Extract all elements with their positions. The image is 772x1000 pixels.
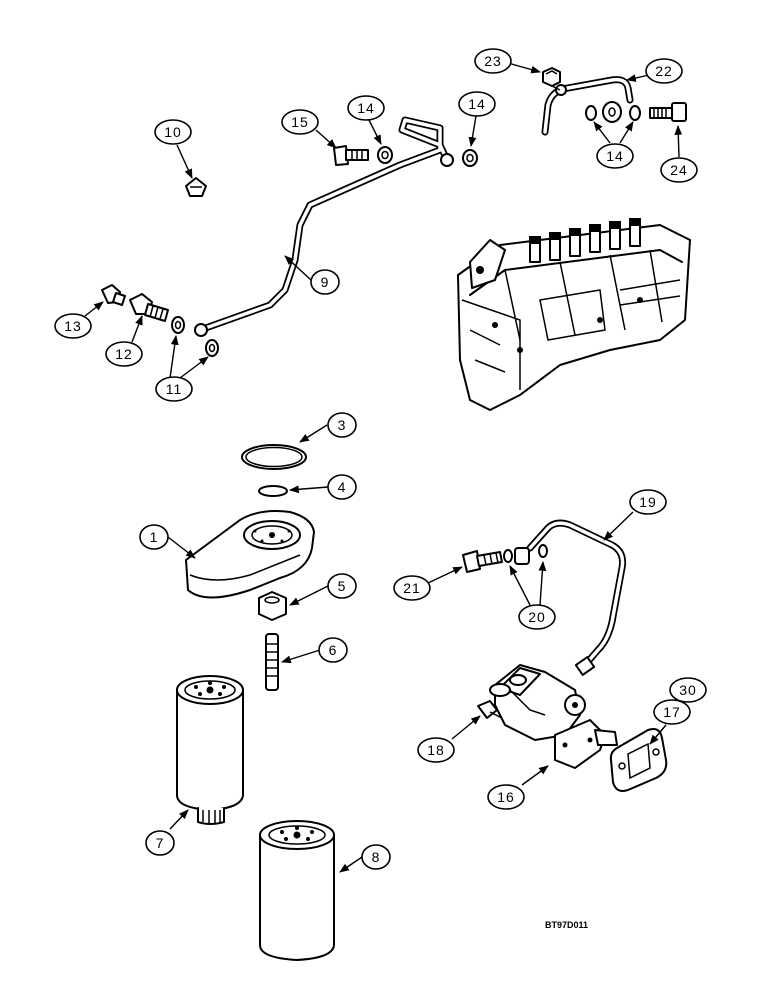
callout-10: 10 [154,119,192,145]
callout-label: 24 [670,162,688,178]
callout-3: 3 [327,412,357,438]
callout-label: 13 [64,318,82,334]
callout-label: 1 [150,529,159,545]
leader-lines [84,62,683,873]
callout-label: 5 [338,578,347,594]
callout-label: 3 [338,417,347,433]
callout-label: 30 [679,682,697,698]
callout-label: 16 [497,789,515,805]
seal-ring-3 [241,444,307,470]
nipple-6 [265,633,279,691]
callout-8: 8 [361,844,391,870]
bolt-21 [462,550,503,573]
callout-19: 19 [629,489,667,515]
callout-label: 12 [115,346,133,362]
callout-5: 5 [327,573,357,599]
callout-18: 18 [417,737,455,763]
bolt-15 [333,145,369,166]
callout-14-left: 14 [347,95,385,121]
fuel-line-22 [541,76,634,136]
callout-12: 12 [105,341,143,367]
pump-outlets [529,218,641,263]
callout-16: 16 [487,784,525,810]
washer-14-right [462,149,478,167]
washers-20 [503,544,548,565]
washers-11 [171,316,219,357]
callout-label: 7 [156,835,165,851]
callout-label: 17 [663,704,681,720]
injection-pump-illustration [457,218,691,411]
callout-label: 9 [321,274,330,290]
banjo-bolt-24 [649,102,687,122]
fuel-filter-7 [176,675,244,825]
callout-6: 6 [318,637,348,663]
callout-14-mid: 14 [458,91,496,117]
callout-label: 14 [357,100,375,116]
lift-pump-16 [489,664,618,769]
callout-30: 30 [669,677,707,703]
callout-label: 23 [484,53,502,69]
filter-head-1 [185,510,315,599]
callout-4: 4 [327,474,357,500]
callout-20: 20 [518,604,556,630]
callout-label: 8 [372,849,381,865]
clip-10 [185,177,207,197]
callout-label: 14 [606,148,624,164]
callout-11: 11 [155,376,193,402]
o-ring-4 [258,485,288,497]
gasket-17 [609,728,668,792]
fuel-filter-8 [259,820,335,961]
callout-label: 10 [164,124,182,140]
callout-1: 1 [139,524,169,550]
callout-17: 17 [653,699,691,725]
callout-label: 19 [639,494,657,510]
washer-14-left [377,146,393,164]
callout-label: 22 [655,63,673,79]
callout-label: 6 [329,642,338,658]
callout-9: 9 [310,269,340,295]
callout-13: 13 [54,313,92,339]
callout-label: 20 [528,609,546,625]
washers-14-top-right [585,101,641,123]
nut-5 [258,591,287,621]
callout-label: 14 [468,96,486,112]
fuel-line-19 [526,519,626,676]
figure-code: BT97D011 [545,920,588,930]
fuel-tube-9 [194,116,454,337]
bolt-18 [477,700,503,719]
callout-label: 18 [427,742,445,758]
callout-label: 4 [338,479,347,495]
banjo-bolt-12 [129,293,169,322]
callout-label: 15 [291,114,309,130]
callout-7: 7 [145,830,175,856]
callout-15: 15 [281,109,319,135]
fitting-13 [101,284,126,306]
callout-21: 21 [393,575,431,601]
nut-23 [542,67,561,87]
callout-22: 22 [645,58,683,84]
callout-label: 11 [166,381,183,397]
callout-24: 24 [660,157,698,183]
callout-label: 21 [403,580,421,596]
callout-14-right: 14 [596,143,634,169]
callout-23: 23 [474,48,512,74]
